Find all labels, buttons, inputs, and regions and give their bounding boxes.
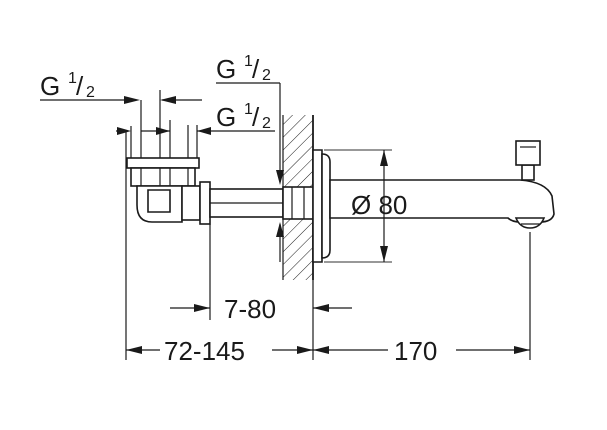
thread-label-left: G 1 / 2 bbox=[40, 70, 95, 101]
overall-left-label: 72-145 bbox=[164, 336, 245, 366]
svg-text:/: / bbox=[76, 71, 84, 101]
svg-text:1: 1 bbox=[244, 101, 253, 118]
rosette bbox=[312, 149, 331, 263]
svg-text:2: 2 bbox=[262, 115, 271, 132]
svg-text:G: G bbox=[40, 71, 60, 101]
reference-lines bbox=[125, 90, 531, 360]
svg-text:G: G bbox=[216, 54, 236, 84]
svg-text:1: 1 bbox=[244, 53, 253, 70]
spout-length-label: 170 bbox=[394, 336, 437, 366]
thread-label-top: G 1 / 2 bbox=[216, 53, 271, 84]
svg-text:/: / bbox=[252, 54, 260, 84]
wall-pipe bbox=[282, 186, 314, 220]
diameter-label: Ø 80 bbox=[351, 190, 407, 220]
svg-text:2: 2 bbox=[86, 84, 95, 101]
svg-text:1: 1 bbox=[68, 70, 77, 87]
thread-label-mid: G 1 / 2 bbox=[216, 101, 271, 132]
spout bbox=[329, 140, 555, 229]
concealed-body bbox=[126, 157, 284, 225]
svg-text:G: G bbox=[216, 102, 236, 132]
svg-text:/: / bbox=[252, 102, 260, 132]
wall-depth-label: 7-80 bbox=[224, 294, 276, 324]
dimension-lines bbox=[40, 82, 530, 354]
svg-text:2: 2 bbox=[262, 67, 271, 84]
